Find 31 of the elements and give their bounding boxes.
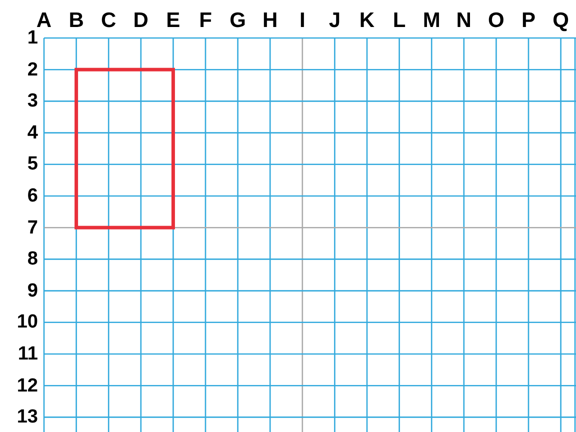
column-label: F (199, 10, 212, 31)
column-label: D (133, 10, 148, 31)
column-label: A (36, 10, 52, 31)
column-label: J (328, 10, 341, 31)
row-label: 10 (16, 312, 38, 332)
row-label: 12 (16, 376, 38, 396)
column-label: L (392, 10, 406, 31)
column-label: I (299, 10, 306, 31)
row-label: 11 (18, 344, 38, 364)
row-label: 7 (27, 218, 38, 238)
row-label: 3 (27, 92, 38, 111)
row-label: 1 (27, 28, 38, 48)
row-label: 9 (27, 281, 38, 300)
column-label: B (68, 10, 84, 31)
drawn-rectangle (74, 68, 175, 230)
row-label: 2 (27, 60, 38, 80)
column-label: O (488, 10, 504, 31)
row-label: 13 (16, 408, 38, 427)
column-label: C (101, 10, 116, 31)
column-label: Q (552, 10, 569, 31)
column-label: K (359, 10, 375, 31)
column-label: E (166, 10, 180, 31)
row-label: 4 (27, 123, 38, 142)
row-label: 6 (27, 186, 38, 206)
column-label: P (522, 10, 536, 31)
column-label: M (422, 10, 440, 31)
row-label: 5 (27, 154, 38, 174)
row-label: 8 (27, 250, 38, 269)
column-label: H (262, 10, 278, 31)
column-label: G (230, 10, 246, 31)
column-label: N (456, 10, 472, 31)
